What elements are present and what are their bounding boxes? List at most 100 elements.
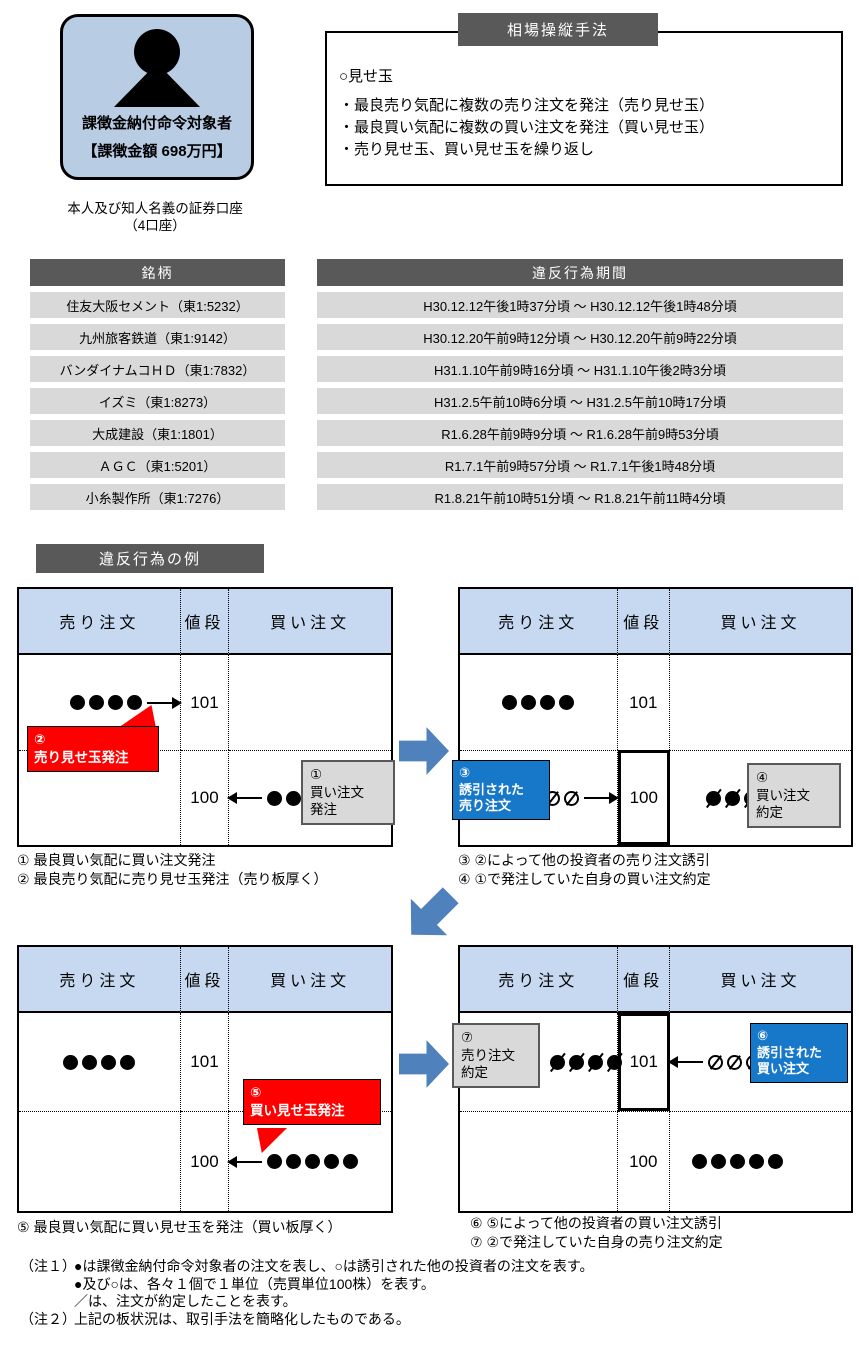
offender-amount: 【課徴金額 698万円】 xyxy=(82,143,232,160)
example-header: 違反行為の例 xyxy=(36,544,264,573)
periods-table-header: 違反行為期間 xyxy=(317,259,843,286)
order-unit-dot xyxy=(343,1154,359,1169)
callout-lines: 買い注文約定 xyxy=(756,787,832,822)
callout-lines: 買い注文発注 xyxy=(310,784,386,819)
caption-line: ④ ①で発注していた自身の買い注文約定 xyxy=(458,871,711,887)
callout-line: 約定 xyxy=(461,1065,488,1080)
buy-orders-dots xyxy=(265,1154,360,1169)
callout-line: 買い注文 xyxy=(756,787,810,803)
cell-price-100: 100 xyxy=(180,750,230,845)
cell-price-100: 100 xyxy=(180,1111,230,1211)
cell-buy-100 xyxy=(669,1111,851,1211)
arrow-left-icon xyxy=(227,792,263,804)
callout-text: 売り見せ玉発注 xyxy=(34,750,129,765)
callout-buy-spoof-order: ⑤ 買い見せ玉発注 xyxy=(243,1079,381,1125)
col-header-buy: 買い注文 xyxy=(229,947,391,1013)
callout-lines: 誘引された買い注文 xyxy=(757,1045,841,1078)
callout-number: ③ xyxy=(459,765,471,780)
callout-line: 誘引された xyxy=(757,1044,823,1060)
order-unit-dot xyxy=(63,1054,79,1070)
order-unit-dot xyxy=(521,695,537,710)
order-book-step4: 売り注文 値段 買い注文 101 100 xyxy=(458,945,853,1213)
stocks-table-header: 銘柄 xyxy=(30,259,285,286)
callout-number: ⑥ xyxy=(757,1028,769,1043)
order-unit-dot xyxy=(88,695,104,710)
callout-line: 売り注文 xyxy=(461,1047,515,1063)
stock-row: 大成建設（東1:1801） xyxy=(30,420,285,446)
period-row: R1.6.28午前9時9分頃 ～ R1.6.28午前9時53分頃 xyxy=(317,420,843,446)
order-book-step1: 売り注文 値段 買い注文 101 100 xyxy=(17,587,393,847)
arrow-right-icon xyxy=(146,696,182,709)
callout-lines: 売り注文約定 xyxy=(461,1047,531,1082)
callout-number: ⑤ xyxy=(250,1085,262,1100)
arrow-right-icon xyxy=(583,792,619,804)
cell-buy-101 xyxy=(670,655,851,750)
order-unit-dot xyxy=(710,1154,726,1169)
callout-sell-spoof-order: ② 売り見せ玉発注 xyxy=(27,726,159,772)
footnote-line: 上記の板状況は、取引手法を簡略化したものである。 xyxy=(74,1310,410,1327)
stock-row: ＡＧＣ（東1:5201） xyxy=(30,452,285,478)
callout-number: ⑦ xyxy=(461,1030,474,1045)
callout-line: 買い注文 xyxy=(757,1061,810,1076)
order-unit-dot xyxy=(767,1154,783,1169)
cell-buy-100 xyxy=(227,1111,391,1211)
cell-price-101: 101 xyxy=(618,655,670,750)
method-title: ○見せ玉 xyxy=(339,68,394,85)
footnote-line: ／は、注文が約定したことを表す。 xyxy=(74,1293,297,1309)
order-unit-dot xyxy=(729,1154,745,1169)
buy-orders-dots xyxy=(690,1154,785,1169)
footnote-line: ●及び○は、各々１個で１単位（売買単位100株）を表す。 xyxy=(74,1275,435,1292)
callout-line: 売り注文 xyxy=(459,798,512,813)
footnote-label: （注２） xyxy=(20,1310,76,1327)
arrow-left-icon xyxy=(227,1155,263,1168)
order-unit-dot xyxy=(559,695,575,710)
method-panel: ○見せ玉 ・最良売り気配に複数の売り注文を発注（売り見せ玉）・最良買い気配に複数… xyxy=(325,31,843,186)
callout-number: ② xyxy=(34,732,46,747)
footnote-2: （注２） 上記の板状況は、取引手法を簡略化したものである。 xyxy=(20,1311,594,1329)
person-icon-body xyxy=(114,63,200,107)
col-header-buy: 買い注文 xyxy=(669,589,851,655)
callout-line: 誘引された xyxy=(459,781,525,797)
arrow-right-icon xyxy=(399,1040,449,1088)
order-unit-dot xyxy=(569,1054,584,1070)
cell-sell-101 xyxy=(460,655,618,750)
cell-sell-101 xyxy=(19,655,182,750)
callout-number: ④ xyxy=(756,770,769,785)
cell-sell-100 xyxy=(460,1111,618,1211)
col-header-price: 値段 xyxy=(180,589,230,655)
callout-buy-order-placed: ① 買い注文発注 xyxy=(301,760,395,825)
cell-sell-101 xyxy=(19,1013,181,1111)
method-bullet: ・売り見せ玉、買い見せ玉を繰り返し xyxy=(339,141,595,158)
executed-sell-orders-dots xyxy=(548,1054,624,1070)
order-unit-dot xyxy=(120,1054,136,1070)
callout-text: 買い見せ玉発注 xyxy=(250,1103,345,1118)
footnote-line: ●は課徴金納付命令対象者の注文を表し、○は誘引された他の投資者の注文を表す。 xyxy=(74,1258,594,1274)
col-header-price: 値段 xyxy=(617,589,670,655)
sell-orders-dots xyxy=(61,1054,137,1070)
stocks-table: 銘柄 住友大阪セメント（東1:5232）九州旅客鉄道（東1:9142）バンダイナ… xyxy=(30,259,285,510)
footnote-lines: ●は課徴金納付命令対象者の注文を表し、○は誘引された他の投資者の注文を表す。●及… xyxy=(74,1258,594,1311)
order-unit-dot xyxy=(691,1154,707,1169)
order-unit-dot xyxy=(69,695,85,710)
period-row: H31.1.10午前9時16分頃 ～ H31.1.10午後2時3分頃 xyxy=(317,356,843,382)
callout-line: 発注 xyxy=(310,802,337,817)
footnote-lines: 上記の板状況は、取引手法を簡略化したものである。 xyxy=(74,1311,410,1329)
caption-line: ① 最良買い気配に買い注文発注 xyxy=(17,852,216,868)
callout-induced-buy-orders: ⑥ 誘引された買い注文 xyxy=(750,1023,848,1083)
sell-orders-dots xyxy=(500,695,576,710)
arrow-left-icon xyxy=(667,1056,703,1068)
cell-price-100-highlighted: 100 xyxy=(617,750,670,845)
order-unit-dot xyxy=(705,790,721,806)
caption-line: ② 最良売り気配に売り見せ玉発注（売り板厚く） xyxy=(17,871,328,887)
caption-step3: ⑤ 最良買い気配に買い見せ玉を発注（買い板厚く） xyxy=(17,1218,341,1237)
order-unit-dot xyxy=(82,1054,98,1070)
cell-price-101-highlighted: 101 xyxy=(617,1013,670,1111)
method-bullet: ・最良買い気配に複数の買い注文を発注（買い見せ玉） xyxy=(339,119,715,136)
offender-title: 課徴金納付命令対象者 xyxy=(81,115,232,132)
stock-row: イズミ（東1:8273） xyxy=(30,388,285,414)
cell-sell-100 xyxy=(19,1111,181,1211)
col-header-sell: 売り注文 xyxy=(460,947,618,1013)
cell-price-101: 101 xyxy=(181,1013,230,1111)
